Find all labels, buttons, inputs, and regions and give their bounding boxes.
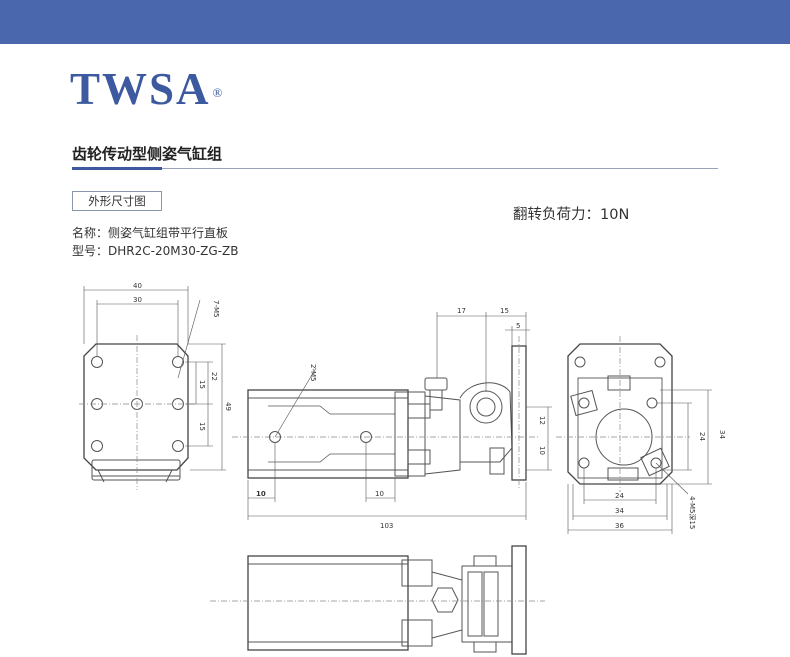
dim-side-left: 10 xyxy=(256,490,266,498)
dim-end-w3: 36 xyxy=(615,522,624,530)
section-title: 齿轮传动型侧姿气缸组 xyxy=(72,145,223,163)
top-header-bar xyxy=(0,0,790,44)
dim-end-w2: 34 xyxy=(615,507,624,515)
front-hole-note: 7-M5 xyxy=(212,300,220,317)
end-hole-note: 4-M5深15 xyxy=(688,496,697,529)
dim-front-height: 49 xyxy=(224,402,232,411)
dim-front-hole: 30 xyxy=(133,296,142,304)
dim-front-a: 22 xyxy=(210,372,218,381)
dim-end-w1: 24 xyxy=(615,492,624,500)
section-divider-accent xyxy=(72,167,162,170)
dim-side-r2: 10 xyxy=(538,446,546,455)
logo-text: TWSA xyxy=(70,64,211,114)
dim-side-flange: 5 xyxy=(516,322,520,330)
dim-front-b: 15 xyxy=(198,380,206,389)
flip-load-force: 翻转负荷力：10N xyxy=(513,207,630,223)
dim-front-c: 15 xyxy=(198,422,206,431)
top-view xyxy=(210,545,545,655)
dim-front-width: 40 xyxy=(133,282,142,290)
dim-end-h1: 24 xyxy=(698,432,706,441)
dim-side-top: 17 xyxy=(457,307,466,315)
side-port-note: 2-M5 xyxy=(309,364,317,381)
registered-mark: ® xyxy=(212,85,225,100)
dim-side-top2: 15 xyxy=(500,307,509,315)
brand-logo: TWSA® xyxy=(70,64,224,114)
product-name: 名称：侧姿气缸组带平行直板 xyxy=(72,226,229,240)
dim-side-r1: 12 xyxy=(538,416,546,425)
section-divider xyxy=(72,168,718,169)
front-view xyxy=(79,286,226,490)
product-model: 型号：DHR2C-20M30-ZG-ZB xyxy=(72,244,239,258)
tab-dimension-drawing[interactable]: 外形尺寸图 xyxy=(72,191,162,211)
dim-end-h2: 34 xyxy=(718,430,726,439)
side-view xyxy=(232,312,552,520)
dim-side-mid: 10 xyxy=(375,490,384,498)
dim-side-length: 103 xyxy=(380,522,393,530)
end-view xyxy=(556,336,712,534)
